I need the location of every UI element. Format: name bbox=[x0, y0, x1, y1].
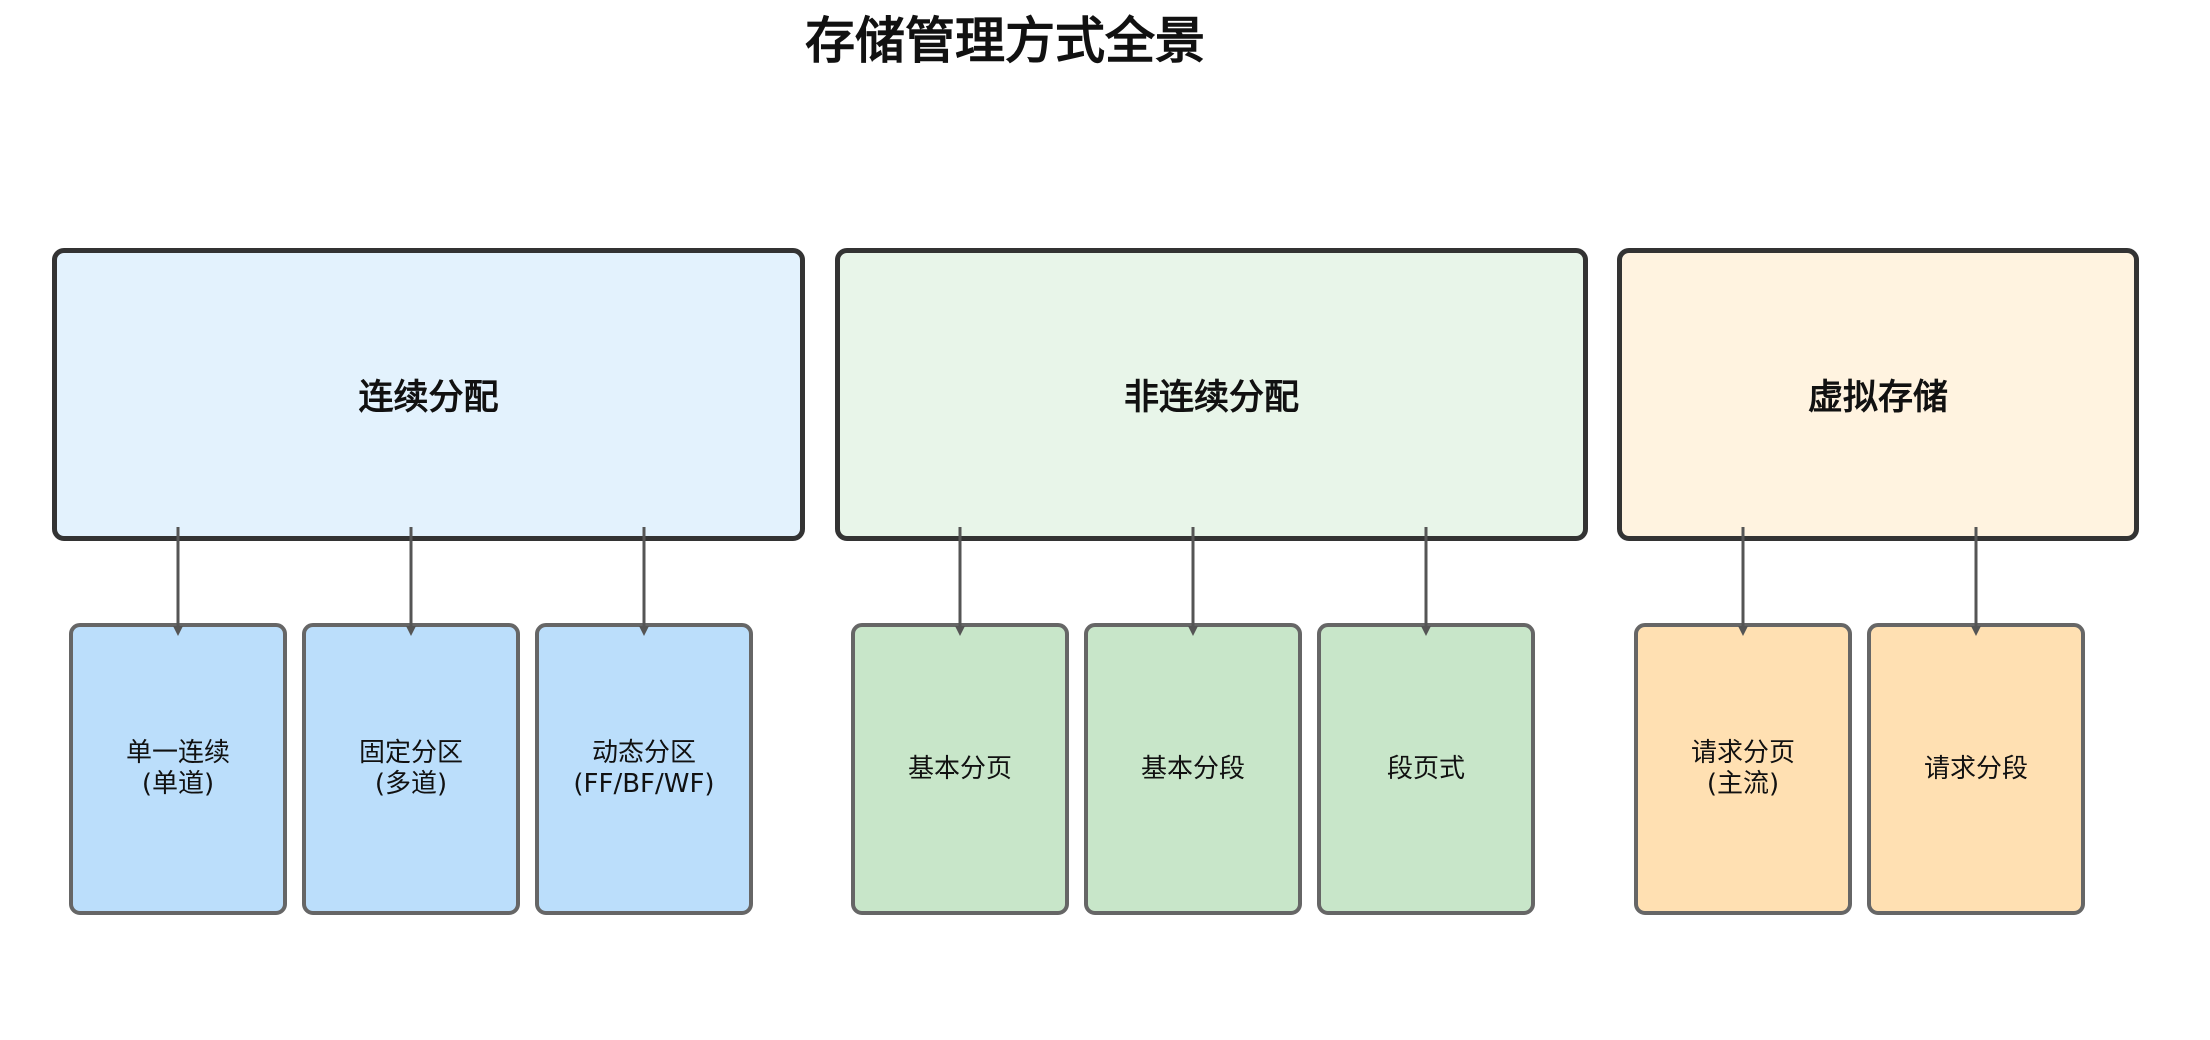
child-demand-paging: 请求分页 (主流) bbox=[1634, 623, 1852, 915]
child-label: 请求分页 (主流) bbox=[1690, 738, 1795, 799]
group-label: 非连续分配 bbox=[1123, 378, 1299, 418]
child-single-contiguous: 单一连续 (单道) bbox=[69, 623, 287, 915]
child-basic-segmentation: 基本分段 bbox=[1084, 623, 1302, 915]
child-label: 单一连续 (单道) bbox=[125, 738, 230, 799]
child-demand-segmentation: 请求分段 bbox=[1867, 623, 2085, 915]
child-label: 请求分段 bbox=[1923, 753, 2028, 784]
group-noncontiguous-allocation: 非连续分配 bbox=[835, 248, 1588, 541]
diagram-title: 存储管理方式全景 bbox=[805, 12, 1205, 70]
child-label: 基本分页 bbox=[907, 753, 1012, 784]
child-label: 动态分区 (FF/BF/WF) bbox=[573, 738, 715, 799]
child-dynamic-partition: 动态分区 (FF/BF/WF) bbox=[535, 623, 753, 915]
group-virtual-memory: 虚拟存储 bbox=[1617, 248, 2139, 541]
child-label: 固定分区 (多道) bbox=[358, 738, 463, 799]
child-label: 基本分段 bbox=[1140, 753, 1245, 784]
group-label: 连续分配 bbox=[358, 378, 499, 418]
child-basic-paging: 基本分页 bbox=[851, 623, 1069, 915]
child-segmented-paging: 段页式 bbox=[1317, 623, 1535, 915]
child-label: 段页式 bbox=[1386, 753, 1465, 784]
group-contiguous-allocation: 连续分配 bbox=[52, 248, 805, 541]
child-fixed-partition: 固定分区 (多道) bbox=[302, 623, 520, 915]
group-label: 虚拟存储 bbox=[1807, 378, 1948, 418]
